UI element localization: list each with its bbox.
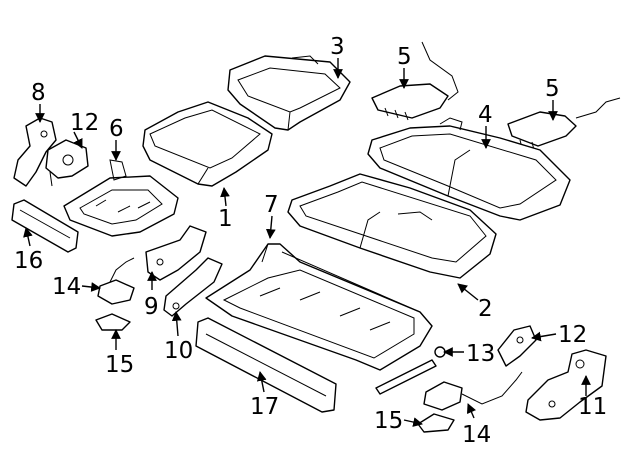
part-5-heater-element-upper [371, 41, 459, 121]
part-13-strut [375, 346, 446, 395]
callout-13: 13 [466, 341, 495, 367]
callout-labels: 3 5 5 4 8 12 6 1 7 16 14 9 10 15 2 17 13… [14, 34, 607, 448]
callout-10: 10 [164, 338, 193, 364]
callout-4: 4 [478, 102, 493, 128]
part-15-bracket-left [95, 313, 131, 331]
callout-6: 6 [109, 116, 124, 142]
callout-2: 2 [478, 296, 493, 322]
part-8-bracket [13, 117, 57, 187]
part-16-trim-panel [11, 199, 79, 253]
callout-12-left: 12 [70, 110, 99, 136]
part-15-bracket-right [417, 413, 455, 433]
part-11-hinge [525, 349, 607, 421]
part-4-rear-cushion-pad [367, 117, 571, 221]
part-10-bracket [163, 257, 223, 317]
part-6-seat-frame [63, 159, 179, 237]
part-7-rear-seat-frame [205, 243, 433, 371]
callout-17: 17 [250, 394, 279, 420]
part-5-heater-element-right [507, 97, 621, 151]
part-3-cushion-pad [227, 55, 351, 131]
callout-9: 9 [144, 294, 159, 320]
callout-15-left: 15 [105, 352, 134, 378]
callout-15-right: 15 [374, 408, 403, 434]
part-1-seat-cushion [142, 101, 273, 187]
part-14-sensor-left [97, 257, 135, 305]
callout-14-left: 14 [52, 274, 81, 300]
callout-16: 16 [14, 248, 43, 274]
part-12-bracket-left [45, 139, 89, 187]
callout-3: 3 [330, 34, 345, 60]
part-14-sensor-right [423, 371, 523, 411]
part-12-bracket-right [497, 325, 537, 367]
callout-5-right: 5 [545, 76, 560, 102]
callout-7: 7 [264, 192, 279, 218]
callout-14-right: 14 [462, 422, 491, 448]
callout-12-right: 12 [558, 322, 587, 348]
callout-5-upper: 5 [397, 44, 412, 70]
callout-8: 8 [31, 80, 46, 106]
callout-1: 1 [218, 206, 233, 232]
part-17-trim-bar [195, 317, 337, 413]
part-2-rear-seat-cushion [287, 173, 497, 279]
leader-lines [23, 58, 591, 427]
callout-11: 11 [578, 394, 607, 420]
